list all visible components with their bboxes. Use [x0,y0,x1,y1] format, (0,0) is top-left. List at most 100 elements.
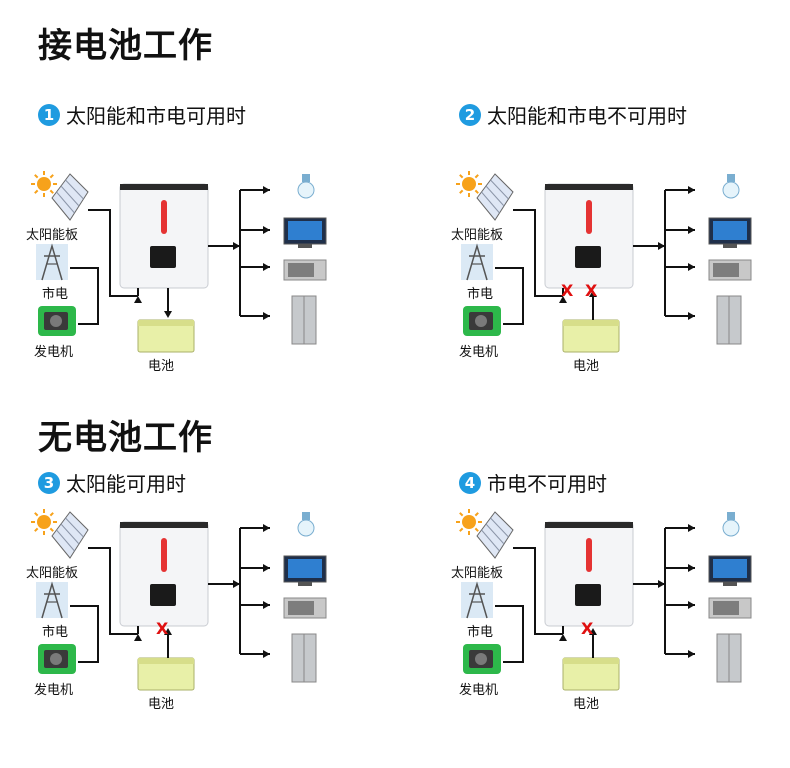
battery-label: 电池 [573,359,600,374]
sun-icon [456,509,482,535]
arrow-head [688,263,695,271]
light-bulb-icon [297,512,315,537]
generator-icon [38,644,76,674]
solar-wire [513,547,563,635]
arrow-head [688,564,695,572]
fridge-icon [716,295,742,345]
sun-icon [456,171,482,197]
generator-wire [78,296,99,325]
scenario-title: 太阳能和市电不可用时 [487,104,687,128]
inverter-icon [119,521,209,627]
microwave-icon [283,597,327,619]
scenario-title: 市电不可用时 [487,472,607,496]
unavailable-x-mark: X [156,619,169,638]
sun-icon [31,509,57,535]
section-title-with-battery: 接电池工作 [38,26,213,66]
arrow-head [589,290,597,297]
unavailable-x-mark: X [585,281,598,300]
arrow-head [134,296,142,303]
transmission-tower-icon [36,581,68,619]
grid-wire [70,267,99,296]
scenario-title: 太阳能可用时 [66,472,186,496]
grid-label: 市电 [42,287,69,302]
inverter-icon [119,183,209,289]
battery-icon [562,657,620,691]
arrow-head [263,601,270,609]
arrow-head [688,312,695,320]
grid-wire [495,605,524,634]
tv-icon [708,217,752,248]
unavailable-x-mark: X [561,281,574,300]
solar-panel-icon [476,173,514,221]
inverter-icon [544,183,634,289]
generator-wire [503,634,524,663]
grid-wire [70,605,99,634]
fridge-icon [291,633,317,683]
tv-icon [283,217,327,248]
grid-wire [495,267,524,296]
arrow-head [688,186,695,194]
solar-panel-icon [51,511,89,559]
scenario-1: 1 太阳能和市电可用时 太阳能板 市电 发电机 电池 [26,100,410,374]
solar-label: 太阳能板 [451,566,504,581]
battery-icon [137,319,195,353]
scenario-3: 3 太阳能可用时 X 太阳能板 市电 发电机 电池 [26,468,410,712]
unavailable-x-mark: X [581,619,594,638]
arrow-head [164,311,172,318]
generator-label: 发电机 [34,345,74,360]
tv-icon [283,555,327,586]
grid-label: 市电 [42,625,69,640]
light-bulb-icon [722,512,740,537]
generator-label: 发电机 [34,683,74,698]
battery-label: 电池 [573,697,600,712]
arrow-head [233,242,240,250]
arrow-head [688,650,695,658]
solar-label: 太阳能板 [26,228,79,243]
arrow-head [263,650,270,658]
arrow-head [559,634,567,641]
fridge-icon [291,295,317,345]
battery-label: 电池 [148,697,175,712]
grid-label: 市电 [467,287,494,302]
transmission-tower-icon [461,243,493,281]
diagram-4: X [456,509,752,691]
microwave-icon [708,597,752,619]
solar-wire [513,209,563,297]
transmission-tower-icon [461,581,493,619]
diagram-group: X [456,509,752,691]
arrow-head [589,628,597,635]
tv-icon [708,555,752,586]
battery-label: 电池 [148,359,175,374]
arrow-head [263,186,270,194]
battery-icon [137,657,195,691]
arrow-head [688,601,695,609]
inverter-icon [544,521,634,627]
transmission-tower-icon [36,243,68,281]
step-number-badge: 1 [38,103,60,126]
light-bulb-icon [722,174,740,199]
step-number-badge: 4 [459,471,481,494]
arrow-head [263,312,270,320]
solar-panel-icon [51,173,89,221]
arrow-head [688,524,695,532]
battery-icon [562,319,620,353]
arrow-head [263,524,270,532]
solar-wire [88,209,138,297]
arrow-head [263,226,270,234]
arrow-head [233,580,240,588]
arrow-head [658,580,665,588]
arrow-head [263,263,270,271]
step-number-badge: 2 [459,103,481,126]
grid-label: 市电 [467,625,494,640]
generator-label: 发电机 [459,345,499,360]
diagram-1 [31,171,327,353]
arrow-head [559,296,567,303]
arrow-head [658,242,665,250]
solar-wire [88,547,138,635]
scenario-title: 太阳能和市电可用时 [66,104,246,128]
diagram-group: X [31,509,327,691]
diagram-3: X [31,509,327,691]
arrow-head [263,564,270,572]
